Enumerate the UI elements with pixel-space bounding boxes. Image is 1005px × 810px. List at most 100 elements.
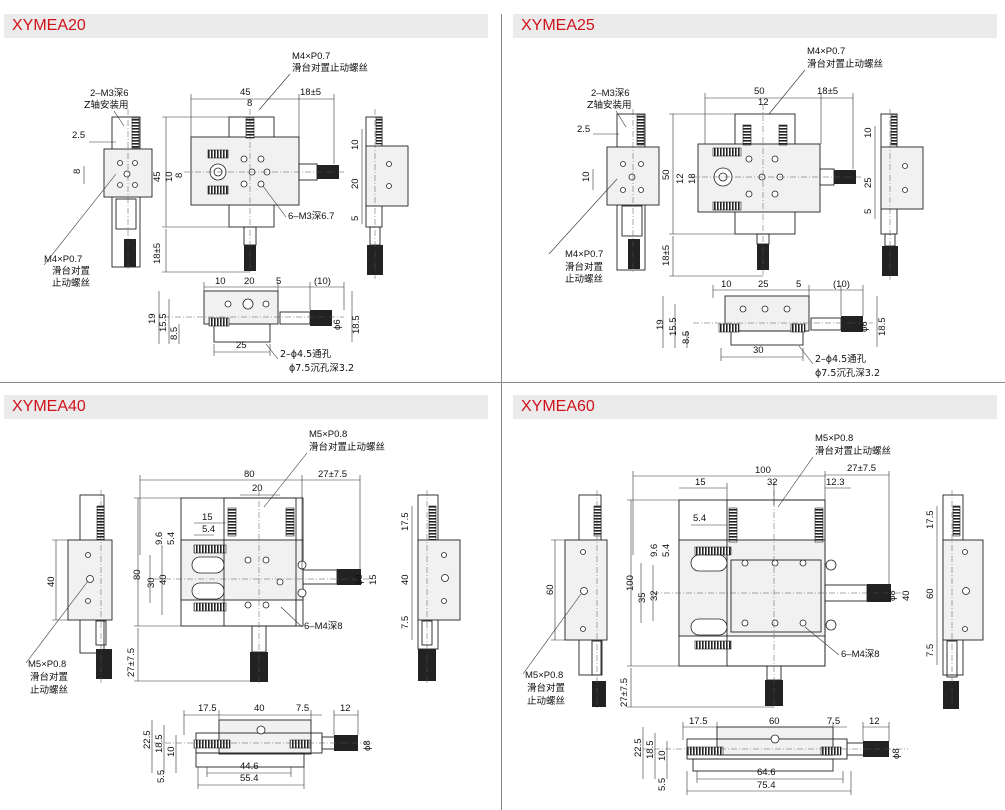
dim-f754: 75.4: [757, 780, 776, 791]
label-bottom-holes-cb: ϕ7.5沉孔深3.2: [289, 363, 354, 374]
label-z-holes-desc: Z轴安装用: [84, 99, 129, 111]
dim-travel-x: 27±7.5: [318, 469, 347, 480]
panel-xymea25: XYMEA25 M4×P0.7 滑台对置止动螺丝 2–M3深6 Z轴安装用 2.…: [513, 14, 997, 380]
dim-d15: 15: [695, 477, 706, 488]
dim-side-10: 10: [863, 127, 874, 138]
dim-f12: 12: [869, 716, 880, 727]
label-side-thread-desc2: 止动螺丝: [30, 684, 68, 696]
dim-f446: 44.6: [240, 761, 259, 772]
dim-h8: 8: [174, 173, 185, 178]
dim-side-40: 40: [400, 574, 411, 585]
label-top-thread: M5×P0.8: [309, 429, 347, 440]
dim-f155: 15.5: [668, 318, 679, 337]
label-z-holes: 2–M3深6: [591, 88, 630, 99]
dim-f225: 22.5: [633, 739, 644, 758]
dim-travel-x: 18±5: [300, 87, 321, 98]
label-side-thread-desc2: 止动螺丝: [527, 695, 565, 707]
label-side-thread: M4×P0.7: [565, 249, 603, 260]
dim-f185: 18.5: [645, 741, 656, 760]
dim-f60: 60: [769, 716, 780, 727]
dim-edge: 2.5: [577, 124, 590, 135]
dim-height: 45: [152, 171, 163, 182]
right-side-view: [417, 490, 461, 685]
label-side-thread: M4×P0.7: [44, 254, 82, 265]
dim-h10: 10: [164, 171, 175, 182]
dim-side40: 40: [46, 576, 57, 587]
front-view: [164, 290, 344, 343]
panel-xymea40: XYMEA40 M5×P0.8 滑台对置止动螺丝 40 M5×P0.8 滑台对置…: [4, 395, 488, 807]
dim-f-paren: (10): [833, 279, 850, 290]
dim-f-paren: (10): [314, 276, 331, 287]
label-top-holes: 6–M4深8: [841, 649, 880, 660]
dim-v96: 9.6: [649, 544, 660, 557]
dim-height: 80: [132, 569, 143, 580]
dim-side-175: 17.5: [400, 513, 411, 532]
dim-side-75: 7.5: [400, 616, 411, 629]
dim-f185: 18.5: [154, 735, 165, 754]
dim-side8: 8: [72, 169, 83, 174]
dim-side10: 10: [581, 171, 592, 182]
dim-v96: 9.6: [154, 532, 165, 545]
dim-f155: 15.5: [158, 314, 169, 333]
dim-f30: 30: [753, 345, 764, 356]
label-bottom-holes: 2–ϕ4.5通孔: [280, 349, 332, 360]
dim-travel-y: 18±5: [661, 245, 672, 266]
dim-f25: 25: [236, 340, 247, 351]
dim-travel-y: 18±5: [152, 243, 163, 264]
dim-fphi: ϕ8: [362, 740, 373, 751]
dim-h32: 32: [649, 590, 660, 601]
label-top-thread: M5×P0.8: [815, 433, 853, 444]
right-side-view: [942, 490, 984, 710]
dim-f5: 5: [276, 276, 281, 287]
dim-f19: 19: [655, 319, 666, 330]
dim-side-75: 7.5: [925, 644, 936, 657]
dim-h40: 40: [158, 574, 169, 585]
top-view: [653, 490, 903, 710]
dim-f10: 10: [166, 746, 177, 757]
dim-travel-x: 18±5: [817, 86, 838, 97]
dim-travel-y: 27±7.5: [126, 648, 137, 677]
dim-f5: 5: [796, 279, 801, 290]
dim-f10: 10: [215, 276, 226, 287]
dim-f25: 25: [758, 279, 769, 290]
left-side-view: [103, 109, 153, 269]
dim-f75: 7.5: [827, 716, 840, 727]
label-side-thread-desc1: 滑台对置: [527, 682, 565, 694]
front-view: [643, 726, 908, 772]
label-side-thread-desc1: 滑台对置: [30, 671, 68, 683]
dim-width: 80: [244, 469, 255, 480]
dim-f55: 5.5: [657, 778, 668, 791]
dim-height: 50: [661, 169, 672, 180]
drawing-xymea25: M4×P0.7 滑台对置止动螺丝 2–M3深6 Z轴安装用 2.5 10 M4×…: [548, 46, 924, 379]
label-top-thread-desc: 滑台对置止动螺丝: [309, 441, 385, 453]
right-side-view: [880, 109, 924, 280]
dim-side-5: 5: [863, 209, 874, 214]
label-z-holes-desc: Z轴安装用: [587, 99, 632, 111]
label-bottom-holes: 2–ϕ4.5通孔: [815, 354, 867, 365]
dim-side-20: 20: [350, 178, 361, 189]
dim-f10: 10: [721, 279, 732, 290]
dim-travel-x: 27±7.5: [847, 463, 876, 474]
dim-side-10: 10: [350, 139, 361, 150]
dim-fphi: ϕ6: [332, 319, 343, 330]
vertical-divider: [501, 14, 502, 810]
dim-f19: 19: [147, 313, 158, 324]
dim-fphi: ϕ8: [891, 748, 902, 759]
label-side-thread-desc2: 止动螺丝: [565, 273, 603, 285]
dim-h30: 30: [146, 577, 157, 588]
label-side-thread-desc1: 滑台对置: [52, 265, 90, 277]
dim-f554: 55.4: [240, 773, 259, 784]
drawing-xymea20: M4×P0.7 滑台对置止动螺丝 2–M3深6 Z轴安装用 2.5 8 M4×P…: [43, 51, 409, 374]
dim-travel-y: 27±7.5: [619, 678, 630, 707]
dim-f225: 22.5: [142, 731, 153, 750]
dim-d54: 5.4: [202, 524, 215, 535]
dim-side-25: 25: [863, 177, 874, 188]
top-view: [154, 490, 374, 685]
dim-f55: 5.5: [156, 770, 167, 783]
label-side-thread: M5×P0.8: [525, 670, 563, 681]
dim-edge: 2.5: [72, 130, 85, 141]
dim-d54: 5.4: [693, 513, 706, 524]
left-side-view: [564, 490, 608, 710]
dim-f12: 12: [340, 703, 351, 714]
dim-side-5: 5: [350, 216, 361, 221]
